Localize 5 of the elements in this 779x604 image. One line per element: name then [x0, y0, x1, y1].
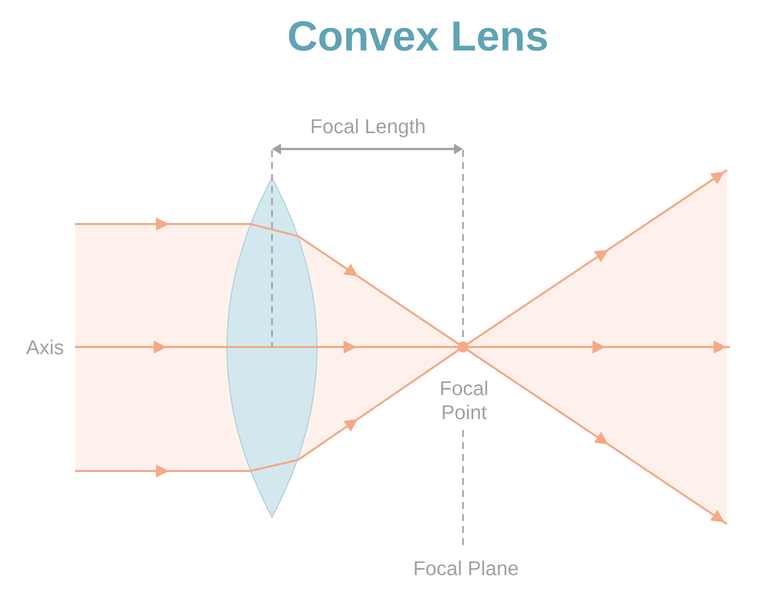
label: Focal Point: [441, 380, 488, 420]
label: Axis: [26, 340, 64, 354]
label: Focal Plane: [414, 560, 518, 576]
label: Focal Length: [312, 118, 424, 138]
title: Convex Lens: [289, 21, 547, 51]
